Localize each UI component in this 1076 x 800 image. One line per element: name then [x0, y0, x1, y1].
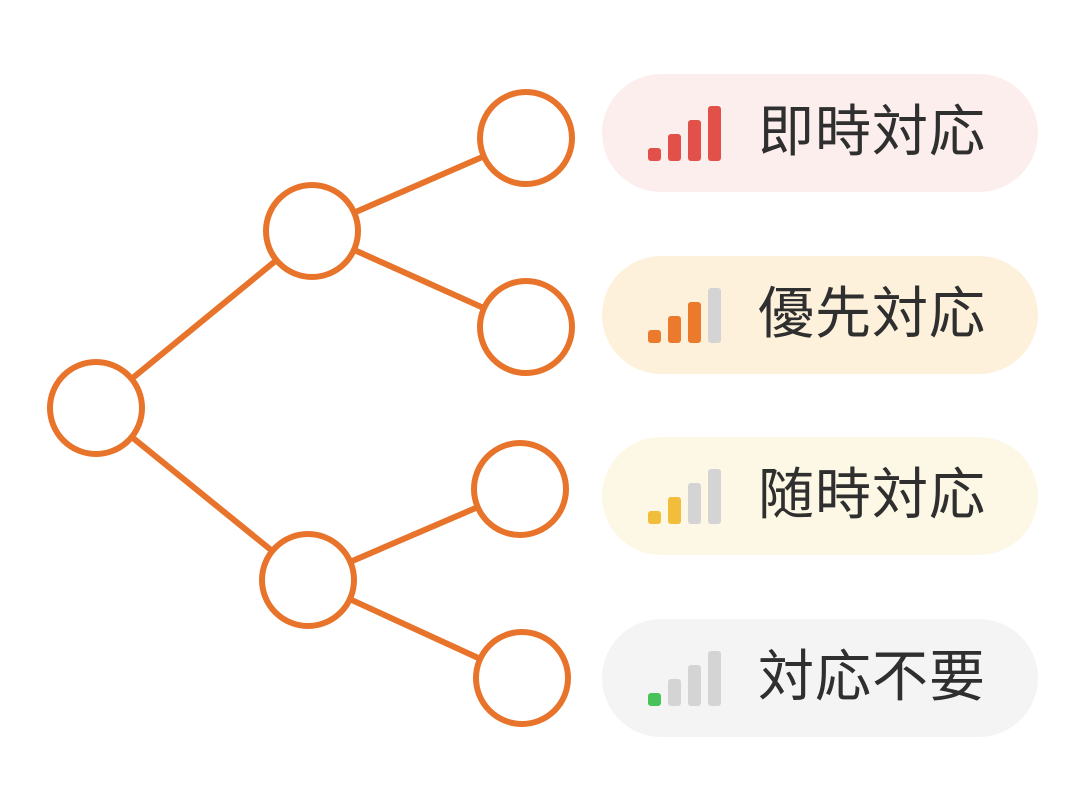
signal-bar	[668, 134, 681, 161]
tree-node-leaf-1	[477, 89, 575, 187]
signal-bars-icon	[648, 105, 728, 161]
signal-bar	[668, 316, 681, 343]
signal-bars-icon	[648, 287, 728, 343]
signal-bars-icon	[648, 468, 728, 524]
signal-bar	[648, 511, 661, 524]
signal-bar	[668, 679, 681, 706]
priority-item-1: 即時対応	[602, 74, 1038, 192]
signal-bar	[708, 469, 721, 524]
signal-bar	[688, 120, 701, 161]
tree-node-branch-top	[263, 182, 361, 280]
signal-bar	[708, 288, 721, 343]
signal-bar	[648, 148, 661, 161]
signal-bar	[688, 302, 701, 343]
signal-bar	[668, 497, 681, 524]
priority-label: 優先対応	[758, 282, 986, 347]
tree-nodes	[47, 89, 575, 727]
priority-item-3: 随時対応	[602, 437, 1038, 555]
priority-item-2: 優先対応	[602, 256, 1038, 374]
tree-node-leaf-2	[477, 278, 575, 376]
priority-label: 即時対応	[758, 100, 986, 165]
tree-node-leaf-4	[473, 629, 571, 727]
signal-bar	[648, 330, 661, 343]
tree-node-branch-bottom	[259, 531, 357, 629]
signal-bar	[688, 483, 701, 524]
priority-item-4: 対応不要	[602, 619, 1038, 737]
signal-bars-icon	[648, 650, 728, 706]
tree-node-leaf-3	[471, 440, 569, 538]
priority-label: 対応不要	[758, 645, 986, 710]
signal-bar	[708, 651, 721, 706]
signal-bar	[648, 693, 661, 706]
tree-node-root	[47, 359, 145, 457]
signal-bar	[688, 665, 701, 706]
signal-bar	[708, 106, 721, 161]
priority-label: 随時対応	[758, 463, 986, 528]
